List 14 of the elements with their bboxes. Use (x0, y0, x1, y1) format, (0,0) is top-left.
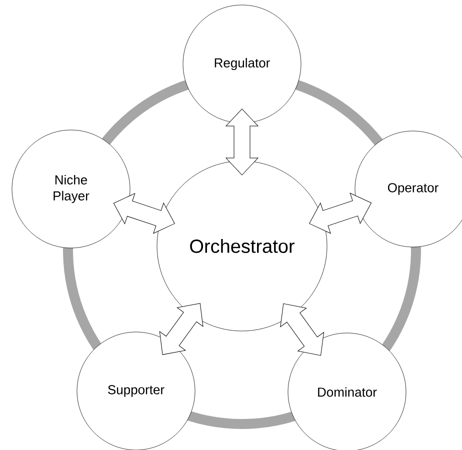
circle-node: Operator (354, 130, 462, 248)
double-arrow (309, 192, 372, 234)
node-label: Supporter (108, 385, 164, 397)
circle-node: Regulator (182, 4, 302, 124)
double-arrow (280, 303, 324, 356)
circle-node: Supporter (76, 332, 196, 450)
circle-node: Orchestrator (156, 160, 328, 332)
node-label: Operator (388, 183, 438, 195)
double-arrow (159, 303, 204, 355)
node-label: Dominator (318, 387, 377, 397)
circle-node: Dominator (288, 332, 406, 450)
double-arrow (113, 193, 175, 234)
double-arrow (226, 108, 258, 176)
circle-node: Niche Player (12, 130, 130, 248)
